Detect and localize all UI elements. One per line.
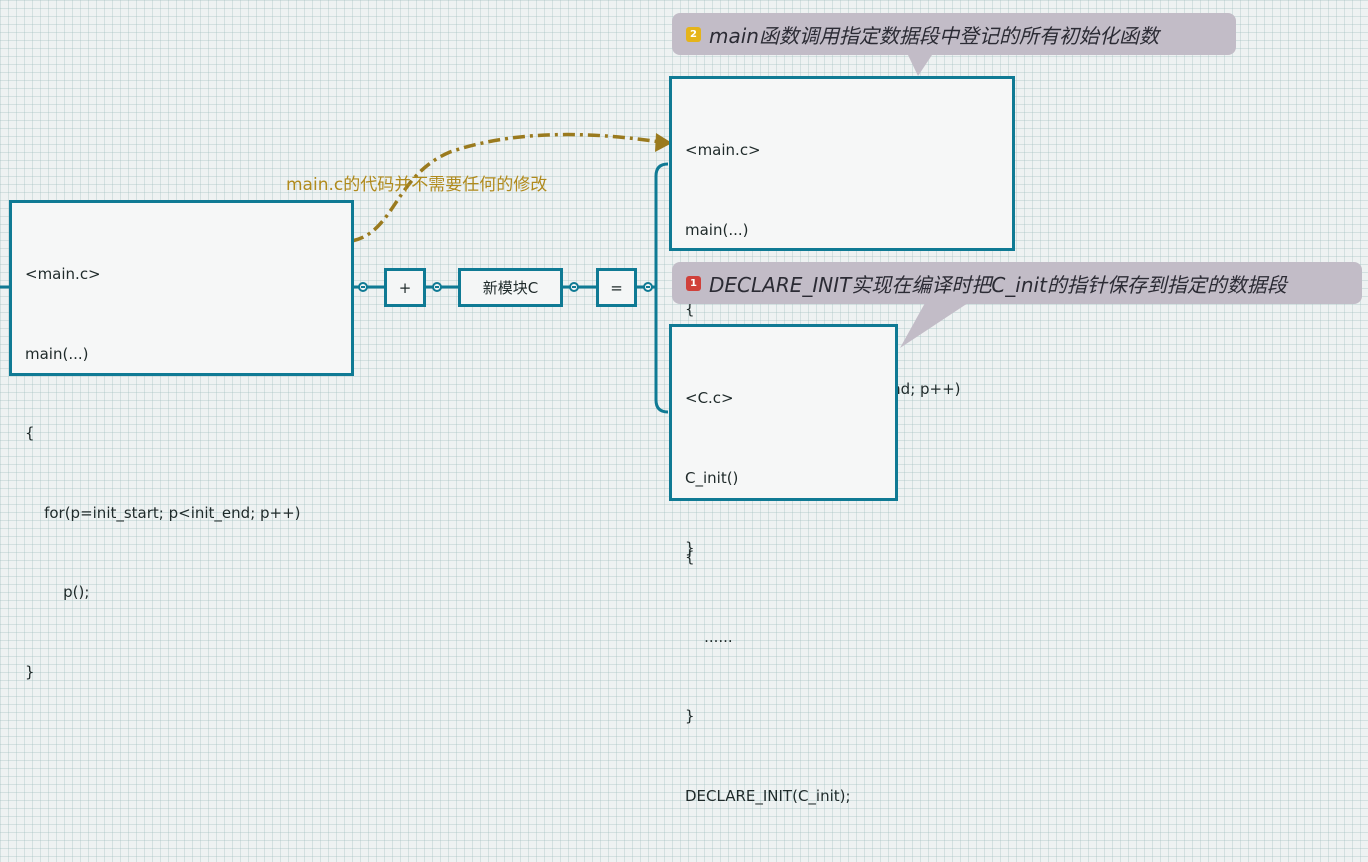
equals-node-label: = (610, 278, 623, 297)
code-line: } (25, 662, 35, 681)
bracket-lower (654, 287, 669, 414)
code-line: main(...) (685, 220, 749, 239)
code-line: } (685, 707, 695, 725)
code-line: <C.c> (685, 389, 734, 407)
plus-node[interactable]: + (384, 268, 426, 307)
code-line: { (685, 548, 695, 566)
bottom-code-box[interactable]: <C.c> C_init() { ...... } DECLARE_INIT(C… (669, 324, 898, 805)
code-line: { (25, 424, 35, 442)
code-line: main(...) (25, 344, 89, 363)
collapse-knob-icon[interactable] (432, 282, 442, 292)
bracket-upper (650, 162, 669, 289)
plus-node-label: + (398, 278, 412, 297)
code-line: <main.c> (685, 141, 761, 159)
relationship-arrow-head (655, 133, 672, 152)
badge-1-icon: 1 (686, 275, 701, 291)
code-line: p(); (25, 583, 90, 601)
callout-bottom-tail (900, 303, 968, 348)
callout-top-text: main函数调用指定数据段中登记的所有初始化函数 (709, 23, 1159, 48)
code-line: DECLARE_INIT(C_init); (685, 786, 851, 805)
code-line: C_init() (685, 468, 739, 487)
module-c-node-label: 新模块C (482, 279, 539, 297)
callout-bottom-text: DECLARE_INIT实现在编译时把C_init的指针保存到指定的数据段 (709, 272, 1287, 297)
callout-top-tail (908, 55, 932, 76)
code-line: <main.c> (25, 265, 101, 283)
left-code-box[interactable]: <main.c> main(...) { for(p=init_start; p… (9, 200, 354, 681)
callout-bottom[interactable]: 1 DECLARE_INIT实现在编译时把C_init的指针保存到指定的数据段 (672, 262, 1362, 304)
connector-lines (0, 55, 968, 414)
callout-top[interactable]: 2 main函数调用指定数据段中登记的所有初始化函数 (672, 13, 1236, 55)
mind-map-canvas: <main.c> main(...) { for(p=init_start; p… (0, 13, 1362, 805)
relationship-arrow-line (351, 132, 661, 243)
code-line: { (685, 300, 695, 318)
code-line: ...... (685, 627, 733, 646)
top-code-box[interactable]: <main.c> main(...) { for(p=init_start; p… (669, 76, 1015, 557)
collapse-knob-icon[interactable] (569, 282, 579, 292)
badge-2-icon: 2 (686, 26, 701, 42)
collapse-knob-icon[interactable] (643, 282, 653, 292)
equals-node[interactable]: = (596, 268, 637, 307)
code-line: for(p=init_start; p<init_end; p++) (25, 503, 301, 522)
relationship-label[interactable]: main.c的代码并不需要任何的修改 (286, 175, 548, 195)
module-c-node[interactable]: 新模块C (458, 268, 563, 307)
collapse-knob-icon[interactable] (358, 282, 368, 292)
